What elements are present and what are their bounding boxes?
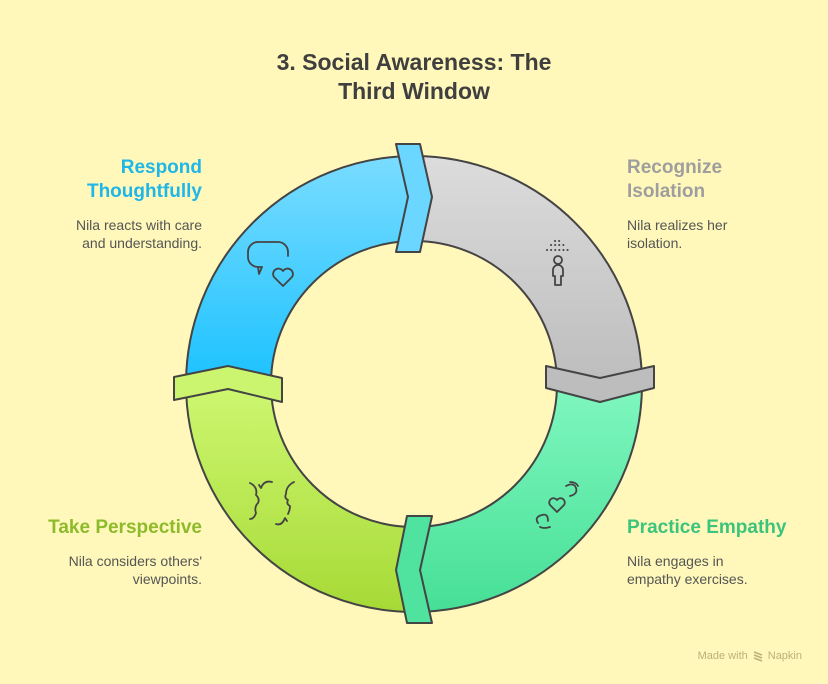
connector-right — [545, 365, 655, 403]
napkin-footer: Made with Napkin — [698, 650, 802, 662]
napkin-brand-text: Napkin — [767, 650, 802, 662]
step-title-line: Thoughtfully — [86, 181, 202, 202]
segment-empathy — [413, 383, 643, 613]
napkin-logo-icon — [753, 651, 763, 662]
faces-exchange-icon — [249, 480, 295, 526]
segment-perspective — [185, 383, 415, 613]
isolated-person-icon — [546, 240, 570, 286]
desc-line: Nila realizes her — [627, 217, 728, 233]
connector-left — [173, 365, 283, 403]
made-with-text: Made with — [697, 650, 748, 662]
step-perspective-title: Take Perspective — [2, 516, 202, 540]
segment-respond — [185, 155, 415, 385]
hands-heart-icon — [535, 481, 579, 529]
segment-recognize — [413, 155, 643, 385]
desc-line: Nila engages in — [627, 553, 724, 569]
step-recognize-title: Recognize Isolation — [627, 156, 827, 204]
step-title-line: Isolation — [627, 181, 706, 202]
step-respond-title: Respond Thoughtfully — [2, 156, 202, 204]
step-title-line: Practice Empathy — [627, 517, 787, 538]
desc-line: and understanding. — [82, 235, 202, 251]
step-title-line: Take Perspective — [48, 517, 202, 538]
title-line-1: 3. Social Awareness: The — [276, 49, 552, 75]
diagram-title: 3. Social Awareness: The Third Window — [0, 48, 828, 106]
step-title-line: Respond — [120, 157, 202, 178]
desc-line: isolation. — [627, 235, 683, 251]
step-perspective-desc: Nila considers others' viewpoints. — [2, 552, 202, 588]
title-line-2: Third Window — [338, 78, 490, 104]
step-recognize-desc: Nila realizes her isolation. — [627, 216, 827, 252]
speech-heart-icon — [247, 241, 294, 287]
desc-line: viewpoints. — [132, 571, 202, 587]
step-respond-desc: Nila reacts with care and understanding. — [2, 216, 202, 252]
connector-bottom — [395, 515, 433, 624]
step-empathy-desc: Nila engages in empathy exercises. — [627, 552, 827, 588]
desc-line: Nila considers others' — [68, 553, 202, 569]
step-title-line: Recognize — [627, 157, 723, 178]
desc-line: empathy exercises. — [627, 571, 748, 587]
connector-top — [395, 143, 433, 253]
step-empathy-title: Practice Empathy — [627, 516, 827, 540]
desc-line: Nila reacts with care — [75, 217, 202, 233]
